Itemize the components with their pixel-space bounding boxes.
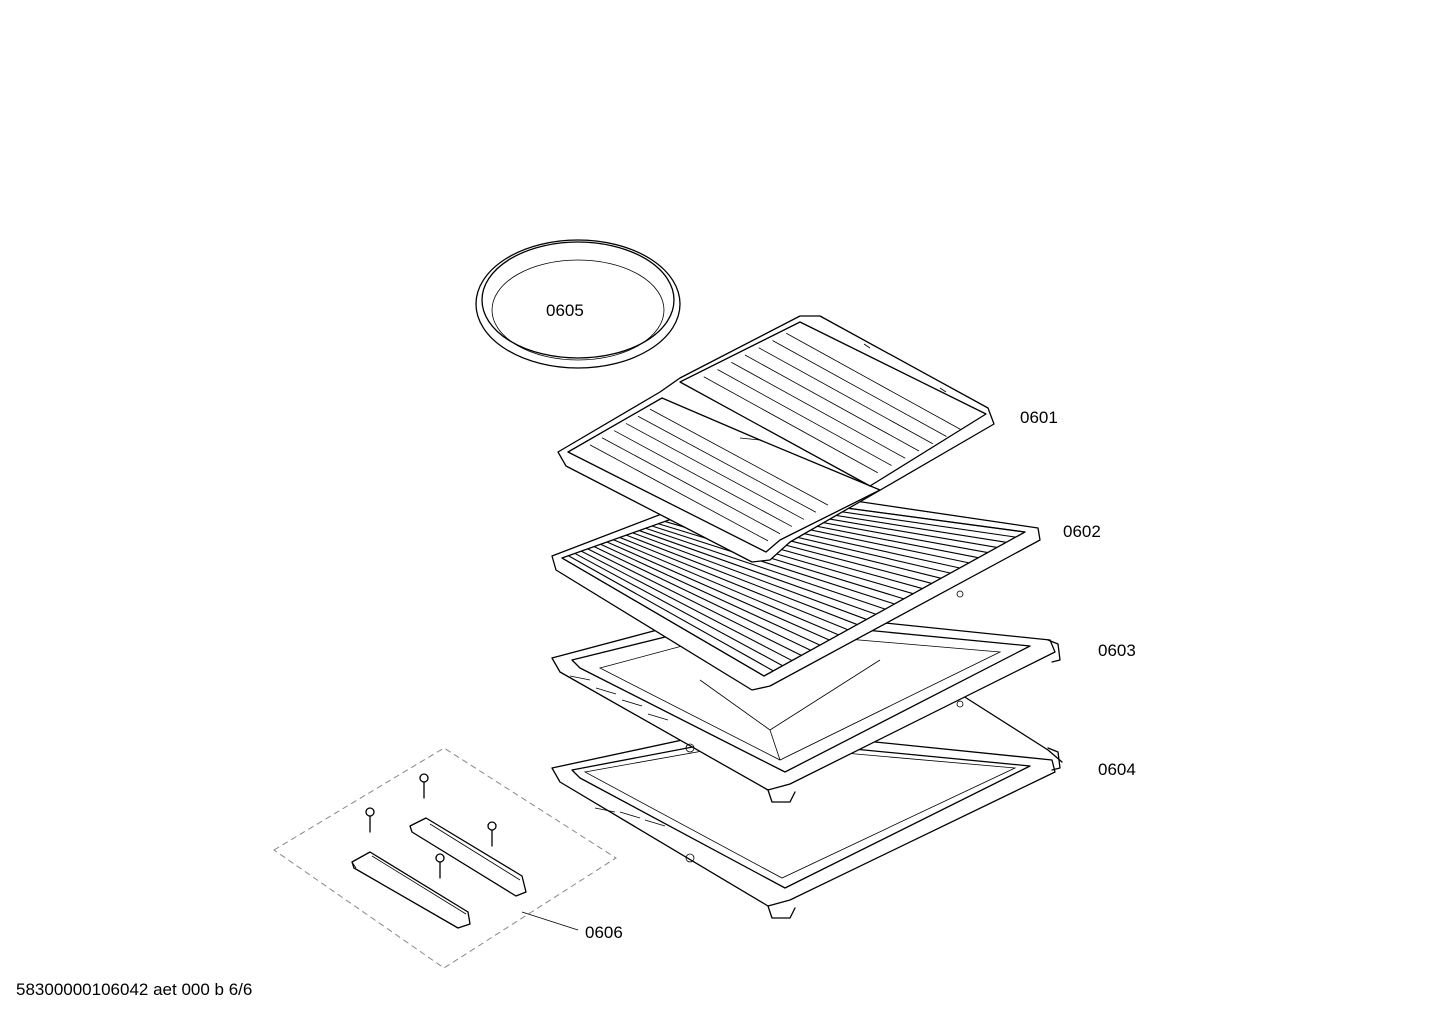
screw-icon [435, 853, 445, 879]
grill-slot-row [717, 369, 892, 466]
rack-bar [606, 541, 830, 641]
rack-bar [574, 552, 783, 667]
grill-slot-row [758, 347, 933, 445]
rack-bar [651, 525, 895, 605]
rack-bar [638, 530, 877, 615]
grill-tray-part[interactable] [557, 315, 995, 563]
label-0601: 0601 [1020, 408, 1058, 427]
grill-slot-row [625, 423, 805, 520]
screw-icon [419, 773, 429, 799]
label-0603: 0603 [1098, 641, 1136, 660]
pizza-pan-part[interactable] [475, 239, 681, 369]
grill-slot-row [649, 408, 829, 506]
rack-bar [587, 548, 802, 656]
grill-slot-row [744, 354, 920, 452]
grill-slot-row [731, 361, 906, 459]
drawing-number: 58300000106042 aet 000 b 6/6 [16, 980, 253, 999]
rack-bar [568, 555, 774, 672]
rack-bar [626, 534, 858, 626]
rack-bar [581, 550, 793, 662]
label-0606: 0606 [585, 923, 623, 942]
grill-slot-row [589, 444, 769, 542]
screw-icon [487, 821, 497, 847]
label-0605: 0605 [546, 301, 584, 320]
rack-bar [600, 543, 821, 646]
label-0602: 0602 [1063, 522, 1101, 541]
grill-slot-row [613, 430, 793, 527]
grill-slot-row [601, 437, 781, 535]
label-0604: 0604 [1098, 760, 1136, 779]
grill-slot-row [772, 340, 947, 437]
rail-kit-part[interactable] [273, 747, 617, 969]
rack-bar [658, 523, 904, 600]
rack-bar [561, 557, 765, 677]
screw-icon [365, 807, 375, 833]
rack-bar [619, 536, 849, 631]
rack-bar [645, 527, 886, 610]
rack-bar [613, 539, 839, 636]
grill-slot-row [786, 332, 961, 430]
rack-bar [632, 532, 867, 620]
grill-slot-row [637, 415, 817, 513]
rack-bar [593, 546, 811, 651]
grill-slot-row [703, 376, 878, 474]
